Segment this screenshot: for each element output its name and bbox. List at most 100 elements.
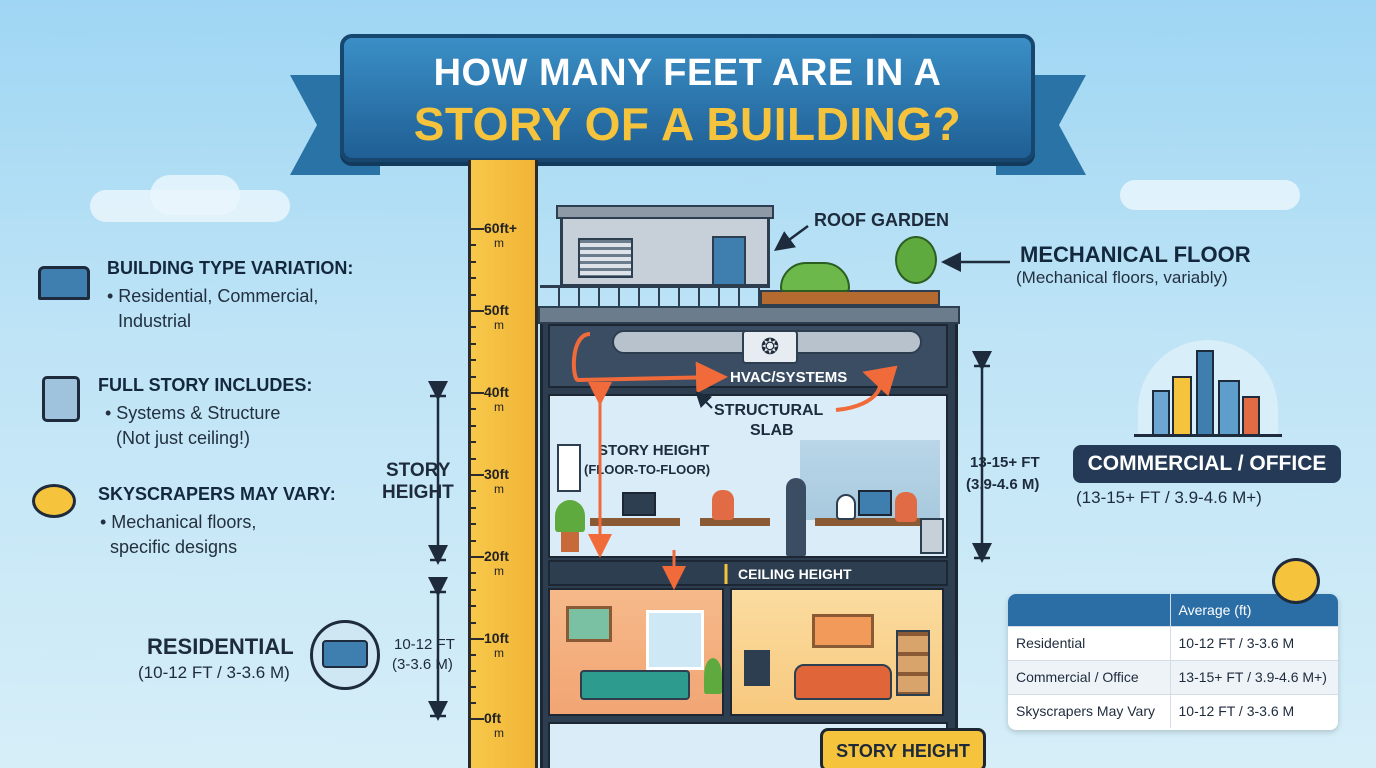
sofa-icon	[794, 664, 892, 700]
commercial-sub: (13-15+ FT / 3.9-4.6 M+)	[1076, 488, 1262, 507]
table-cell: Commercial / Office	[1008, 659, 1171, 694]
skyscrapers-line2: specific designs	[110, 537, 238, 557]
title-banner: HOW MANY FEET ARE IN A STORY OF A BUILDI…	[340, 34, 1035, 162]
table-row: Commercial / Office 13-15+ FT / 3.9-4.6 …	[1008, 659, 1338, 694]
roof-garden-leader	[773, 224, 809, 251]
tape-measure-icon	[32, 484, 76, 518]
ruler-tick-feet: 10ft	[484, 630, 509, 646]
skyscrapers-title: SKYSCRAPERS MAY VARY:	[98, 484, 336, 504]
plant-icon	[704, 658, 722, 694]
bed-icon	[38, 266, 90, 300]
table-cell: 10-12 FT / 3-3.6 M	[1170, 625, 1338, 660]
person-icon	[895, 492, 917, 522]
vent-icon	[578, 238, 633, 278]
table-row: Residential 10-12 FT / 3-3.6 M	[1008, 625, 1338, 660]
ruler-minor-tick	[468, 654, 476, 656]
ruler-minor-tick	[468, 244, 476, 247]
ruler-tick-unit: m	[494, 318, 504, 332]
ruler-minor-tick	[468, 457, 476, 460]
ruler-tick-feet: 50ft	[484, 302, 509, 318]
calculator-icon	[42, 376, 80, 422]
bush-icon	[780, 262, 850, 292]
office-desk	[590, 518, 680, 526]
tv-icon	[744, 650, 770, 686]
office-desk	[815, 518, 925, 526]
residential-sub: (10-12 FT / 3-3.6 M)	[138, 663, 290, 682]
ruler-tick-unit: m	[494, 564, 504, 578]
tree-icon	[895, 236, 937, 284]
story-height-side-1: STORY	[386, 460, 451, 481]
commercial-office-badge: COMMERCIAL / OFFICE	[1073, 445, 1341, 483]
ruler-major-tick	[468, 310, 484, 312]
ruler-minor-tick	[468, 506, 476, 509]
ruler-major-tick	[468, 474, 484, 476]
ruler-tick-unit: m	[494, 646, 504, 660]
ruler-minor-tick	[468, 375, 476, 378]
tape-measure-icon	[1272, 558, 1320, 604]
measuring-ruler	[468, 160, 538, 768]
ruler-minor-tick	[468, 572, 476, 575]
ruler-tick-feet: 40ft	[484, 384, 509, 400]
plant-icon	[555, 500, 585, 532]
ruler-tick-feet: 60ft+	[484, 220, 518, 236]
bed-icon	[580, 670, 690, 700]
monitor-icon	[622, 492, 656, 516]
ruler-tick-feet: 0ft	[484, 710, 502, 726]
ceiling-height-label: CEILING HEIGHT	[738, 566, 852, 582]
plant-pot	[561, 532, 579, 552]
building-type-line1: • Residential, Commercial,	[107, 286, 319, 306]
table-cell: 10-12 FT / 3-3.6 M	[1170, 693, 1338, 728]
ruler-minor-tick	[468, 293, 476, 296]
office-desk	[700, 518, 770, 526]
person-icon	[786, 478, 806, 556]
ruler-tick-feet: 30ft	[484, 466, 509, 482]
building-type-line2: Industrial	[118, 311, 192, 331]
ruler-minor-tick	[468, 441, 476, 444]
person-icon	[712, 490, 734, 520]
title-line1: HOW MANY FEET ARE IN A	[433, 52, 942, 94]
ruler-tick-unit: m	[494, 236, 504, 250]
structural-leader	[695, 391, 713, 409]
ruler-minor-tick	[468, 539, 476, 542]
ruler-minor-tick	[468, 686, 476, 688]
ruler-tick-unit: m	[494, 726, 504, 740]
painting-icon	[566, 606, 612, 642]
residential-title: RESIDENTIAL	[147, 634, 294, 659]
rooftop-cap	[556, 205, 774, 219]
roof-slab	[538, 306, 960, 324]
ruler-minor-tick	[468, 359, 476, 362]
ruler-major-tick	[468, 638, 484, 640]
residential-dim-2: (3-3.6 M)	[392, 656, 453, 673]
wall-chart-icon	[557, 444, 581, 492]
full-story-line2: (Not just ceiling!)	[116, 428, 251, 448]
ruler-tick-unit: m	[494, 400, 504, 414]
ruler-tick-feet: 20ft	[484, 548, 509, 564]
ruler-tick-unit: m	[494, 482, 504, 496]
ruler-major-tick	[468, 556, 484, 558]
commercial-dim-1: 13-15+ FT	[970, 454, 1040, 471]
residential-dim-1: 10-12 FT	[394, 636, 455, 653]
structural-label-1: STRUCTURAL	[714, 402, 824, 419]
city-ground	[1134, 434, 1282, 437]
rooftop-door	[712, 236, 746, 286]
building-type-title: BUILDING TYPE VARIATION:	[107, 258, 354, 278]
title-line2: STORY OF A BUILDING?	[413, 98, 962, 150]
window-icon	[646, 610, 704, 670]
table-cell: 13-15+ FT / 3.9-4.6 M+)	[1170, 659, 1338, 694]
hvac-arrow-left	[571, 332, 728, 394]
story-height-label-2: (FLOOR-TO-FLOOR)	[584, 462, 711, 477]
skyscrapers-line1: • Mechanical floors,	[100, 512, 257, 532]
ruler-major-tick	[468, 392, 484, 394]
full-story-line1: • Systems & Structure	[105, 403, 281, 423]
bed-icon	[322, 640, 368, 668]
mechanical-floor-sub: (Mechanical floors, variably)	[1016, 268, 1228, 287]
ceiling-plenum	[548, 560, 948, 586]
ruler-minor-tick	[468, 342, 476, 345]
story-height-label-1: STORY HEIGHT	[598, 442, 710, 459]
ruler-minor-tick	[468, 621, 476, 624]
